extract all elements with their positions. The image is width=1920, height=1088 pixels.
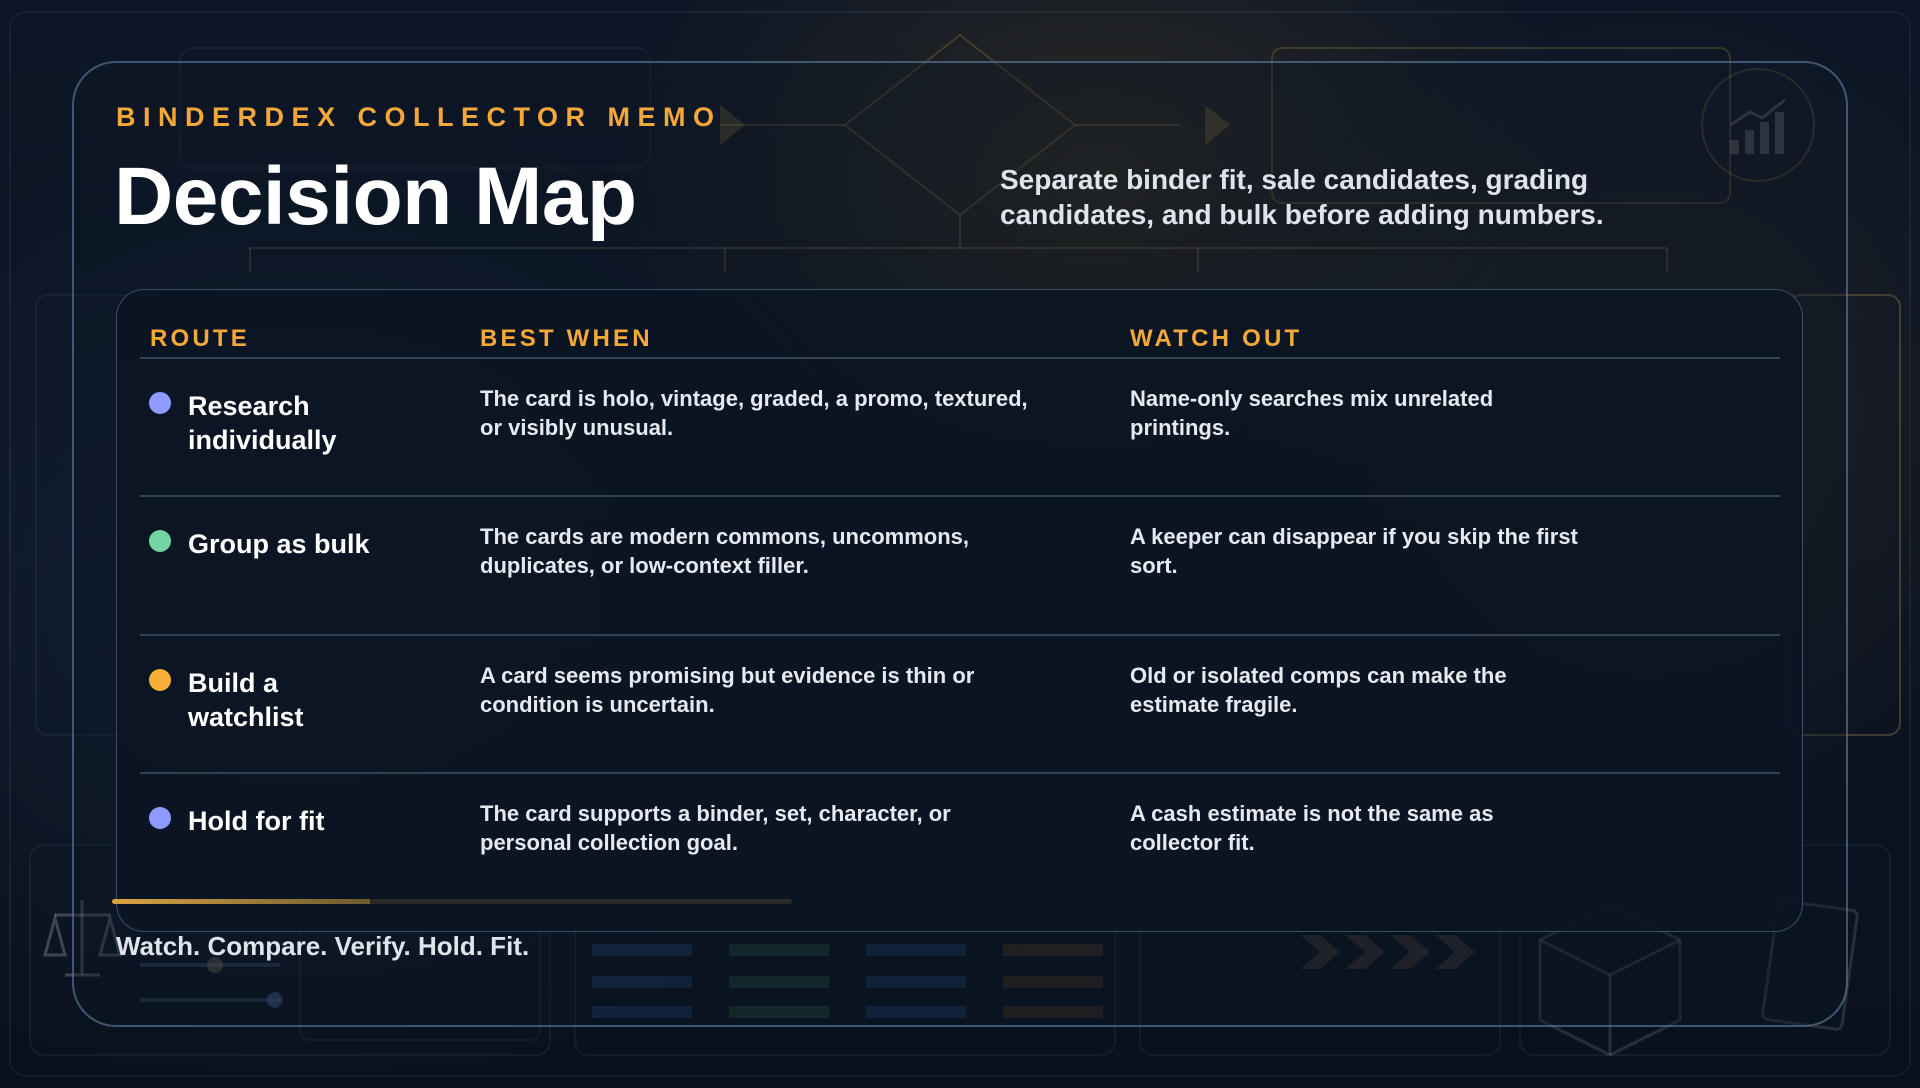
decision-table-panel — [116, 289, 1803, 932]
eyebrow-label: BINDERDEX COLLECTOR MEMO — [116, 102, 722, 132]
route-label: Group as bulk — [188, 529, 370, 559]
table-row: Hold for fit The card supports a binder,… — [140, 773, 1780, 911]
route-dot — [149, 392, 171, 414]
route-dot — [149, 807, 171, 829]
watch-out-text: A cash estimate is not the same as colle… — [1130, 801, 1494, 855]
column-header-route: ROUTE — [150, 325, 250, 352]
route-label: Hold for fit — [188, 806, 325, 836]
watch-out-text: Name-only searches mix unrelated printin… — [1130, 386, 1494, 440]
column-header-best-when: BEST WHEN — [480, 325, 653, 352]
watch-out-text: A keeper can disappear if you skip the f… — [1130, 524, 1578, 578]
best-when-text: The cards are modern commons, uncommons,… — [480, 524, 970, 578]
chevron-arrows-icon — [1300, 935, 1475, 969]
scale-icon — [43, 900, 122, 977]
page-subtitle: Separate binder fit, sale candidates, gr… — [1000, 164, 1604, 230]
row-divider — [140, 495, 1780, 497]
header-divider — [140, 357, 1780, 359]
row-divider — [140, 772, 1780, 774]
route-dot — [149, 669, 171, 691]
column-header-watch-out: WATCH OUT — [1130, 325, 1303, 352]
table-row: Research individually The card is holo, … — [140, 358, 1780, 496]
page-title: Decision Map — [114, 151, 637, 242]
best-when-text: The card supports a binder, set, charact… — [480, 801, 951, 855]
table-row: Group as bulk The cards are modern commo… — [140, 496, 1780, 634]
chart-icon — [1729, 98, 1786, 154]
route-label: Research individually — [188, 391, 337, 455]
row-divider — [140, 634, 1780, 636]
route-dot — [149, 530, 171, 552]
best-when-text: The card is holo, vintage, graded, a pro… — [480, 386, 1028, 440]
route-label: Build a watchlist — [188, 668, 304, 732]
progress-fill — [112, 899, 371, 904]
progress-bar — [112, 899, 792, 904]
best-when-text: A card seems promising but evidence is t… — [480, 663, 975, 717]
footer-tagline: Watch. Compare. Verify. Hold. Fit. — [116, 931, 530, 961]
table-row: Build a watchlist A card seems promising… — [140, 635, 1780, 773]
watch-out-text: Old or isolated comps can make the estim… — [1130, 663, 1507, 717]
